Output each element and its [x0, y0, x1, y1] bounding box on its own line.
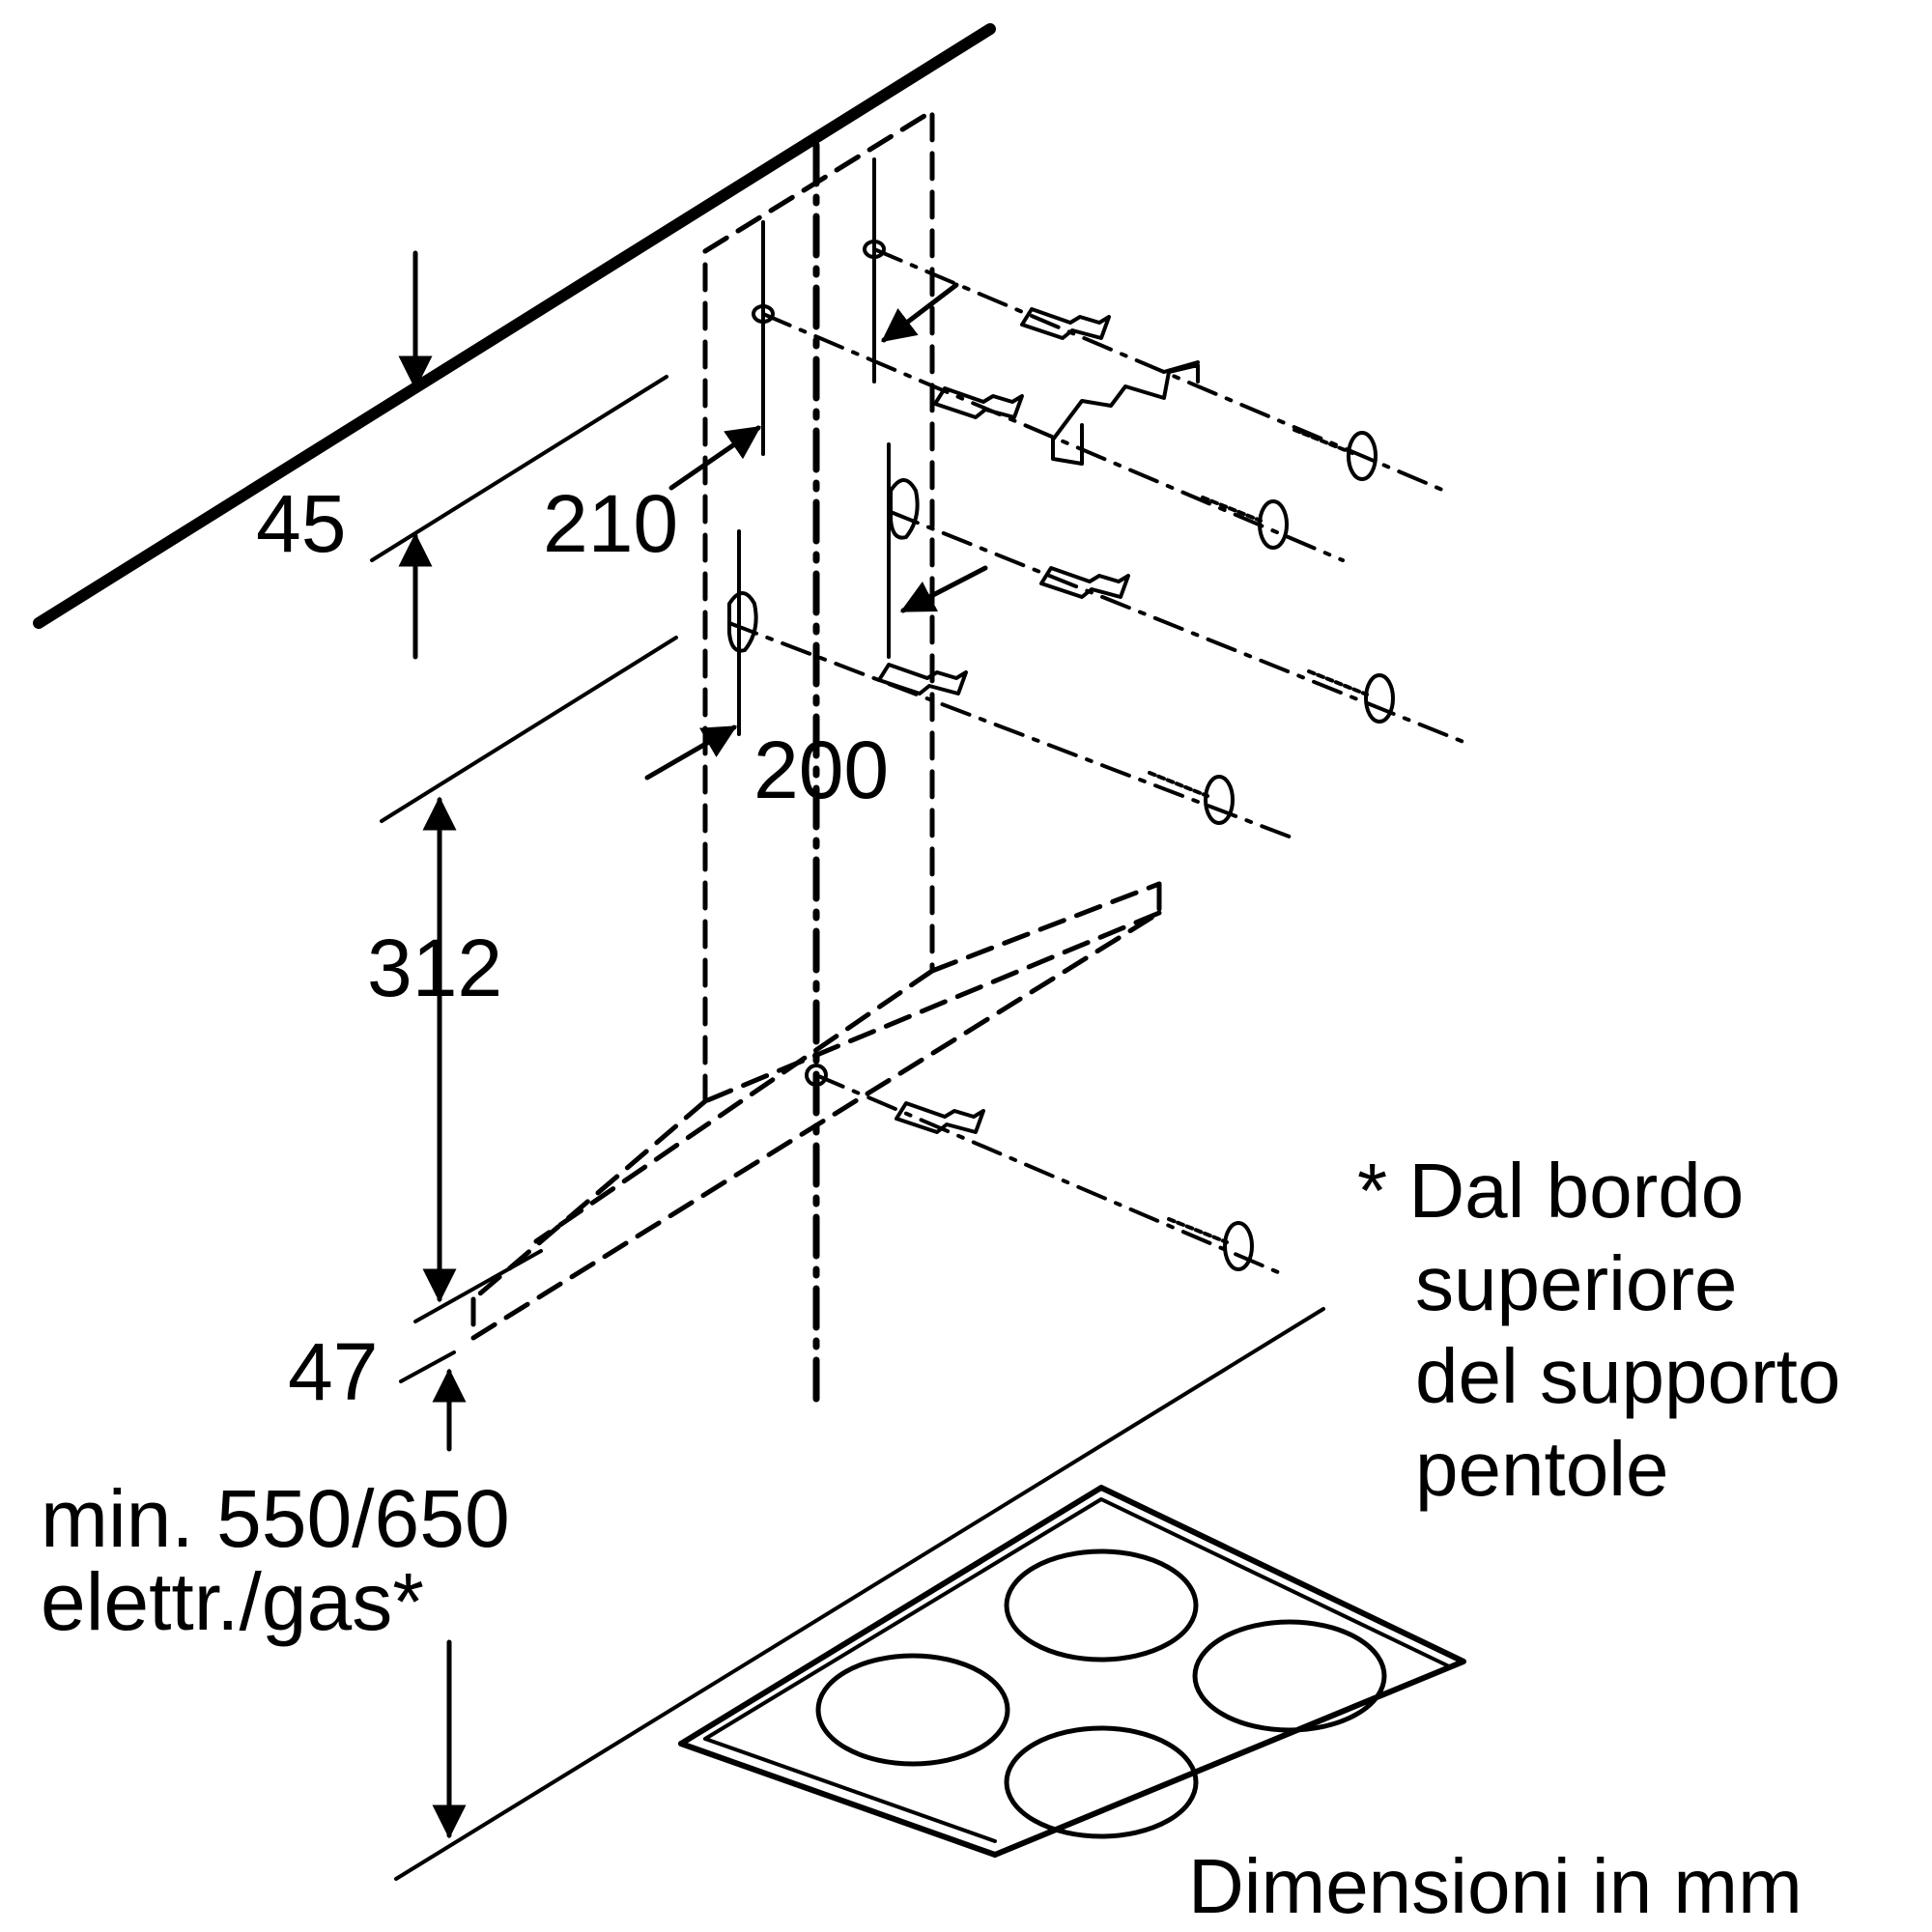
dim-47-lines: [399, 1350, 467, 1452]
dim-210-lines: [668, 282, 959, 491]
burner-back: [1004, 1548, 1199, 1662]
dim-210-label: 210: [543, 478, 679, 569]
hole-guides: [737, 157, 891, 736]
min-height-line2: elettr./gas*: [41, 1556, 424, 1647]
burner-left: [815, 1653, 1010, 1767]
footnote-line4: pentole: [1415, 1426, 1669, 1512]
min-height-line1: min. 550/650: [41, 1473, 510, 1564]
dim-47-label: 47: [288, 1326, 379, 1417]
units-note: Dimensioni in mm: [1188, 1843, 1803, 1929]
dim-200-label: 200: [753, 724, 890, 815]
footnote-line3: del supporto: [1415, 1333, 1841, 1419]
dim-45-label: 45: [256, 478, 347, 569]
cooktop: [394, 1307, 1466, 1881]
ceiling-line: [33, 23, 996, 629]
dim-45-lines: [370, 250, 668, 660]
burner-right: [1192, 1619, 1387, 1733]
footnote: * Dal bordo superiore del supporto pento…: [1357, 1145, 1840, 1516]
screws: [1148, 428, 1395, 1271]
hanging-bracket: [1051, 360, 1200, 466]
dim-312-label: 312: [367, 923, 503, 1013]
dim-200-lines: [644, 565, 988, 781]
footnote-line1: * Dal bordo: [1357, 1148, 1745, 1234]
footnote-line2: superiore: [1415, 1240, 1738, 1326]
burner-front: [1004, 1725, 1199, 1839]
wall-plugs: [877, 307, 1130, 1134]
dim-312-lines: [380, 636, 678, 1323]
